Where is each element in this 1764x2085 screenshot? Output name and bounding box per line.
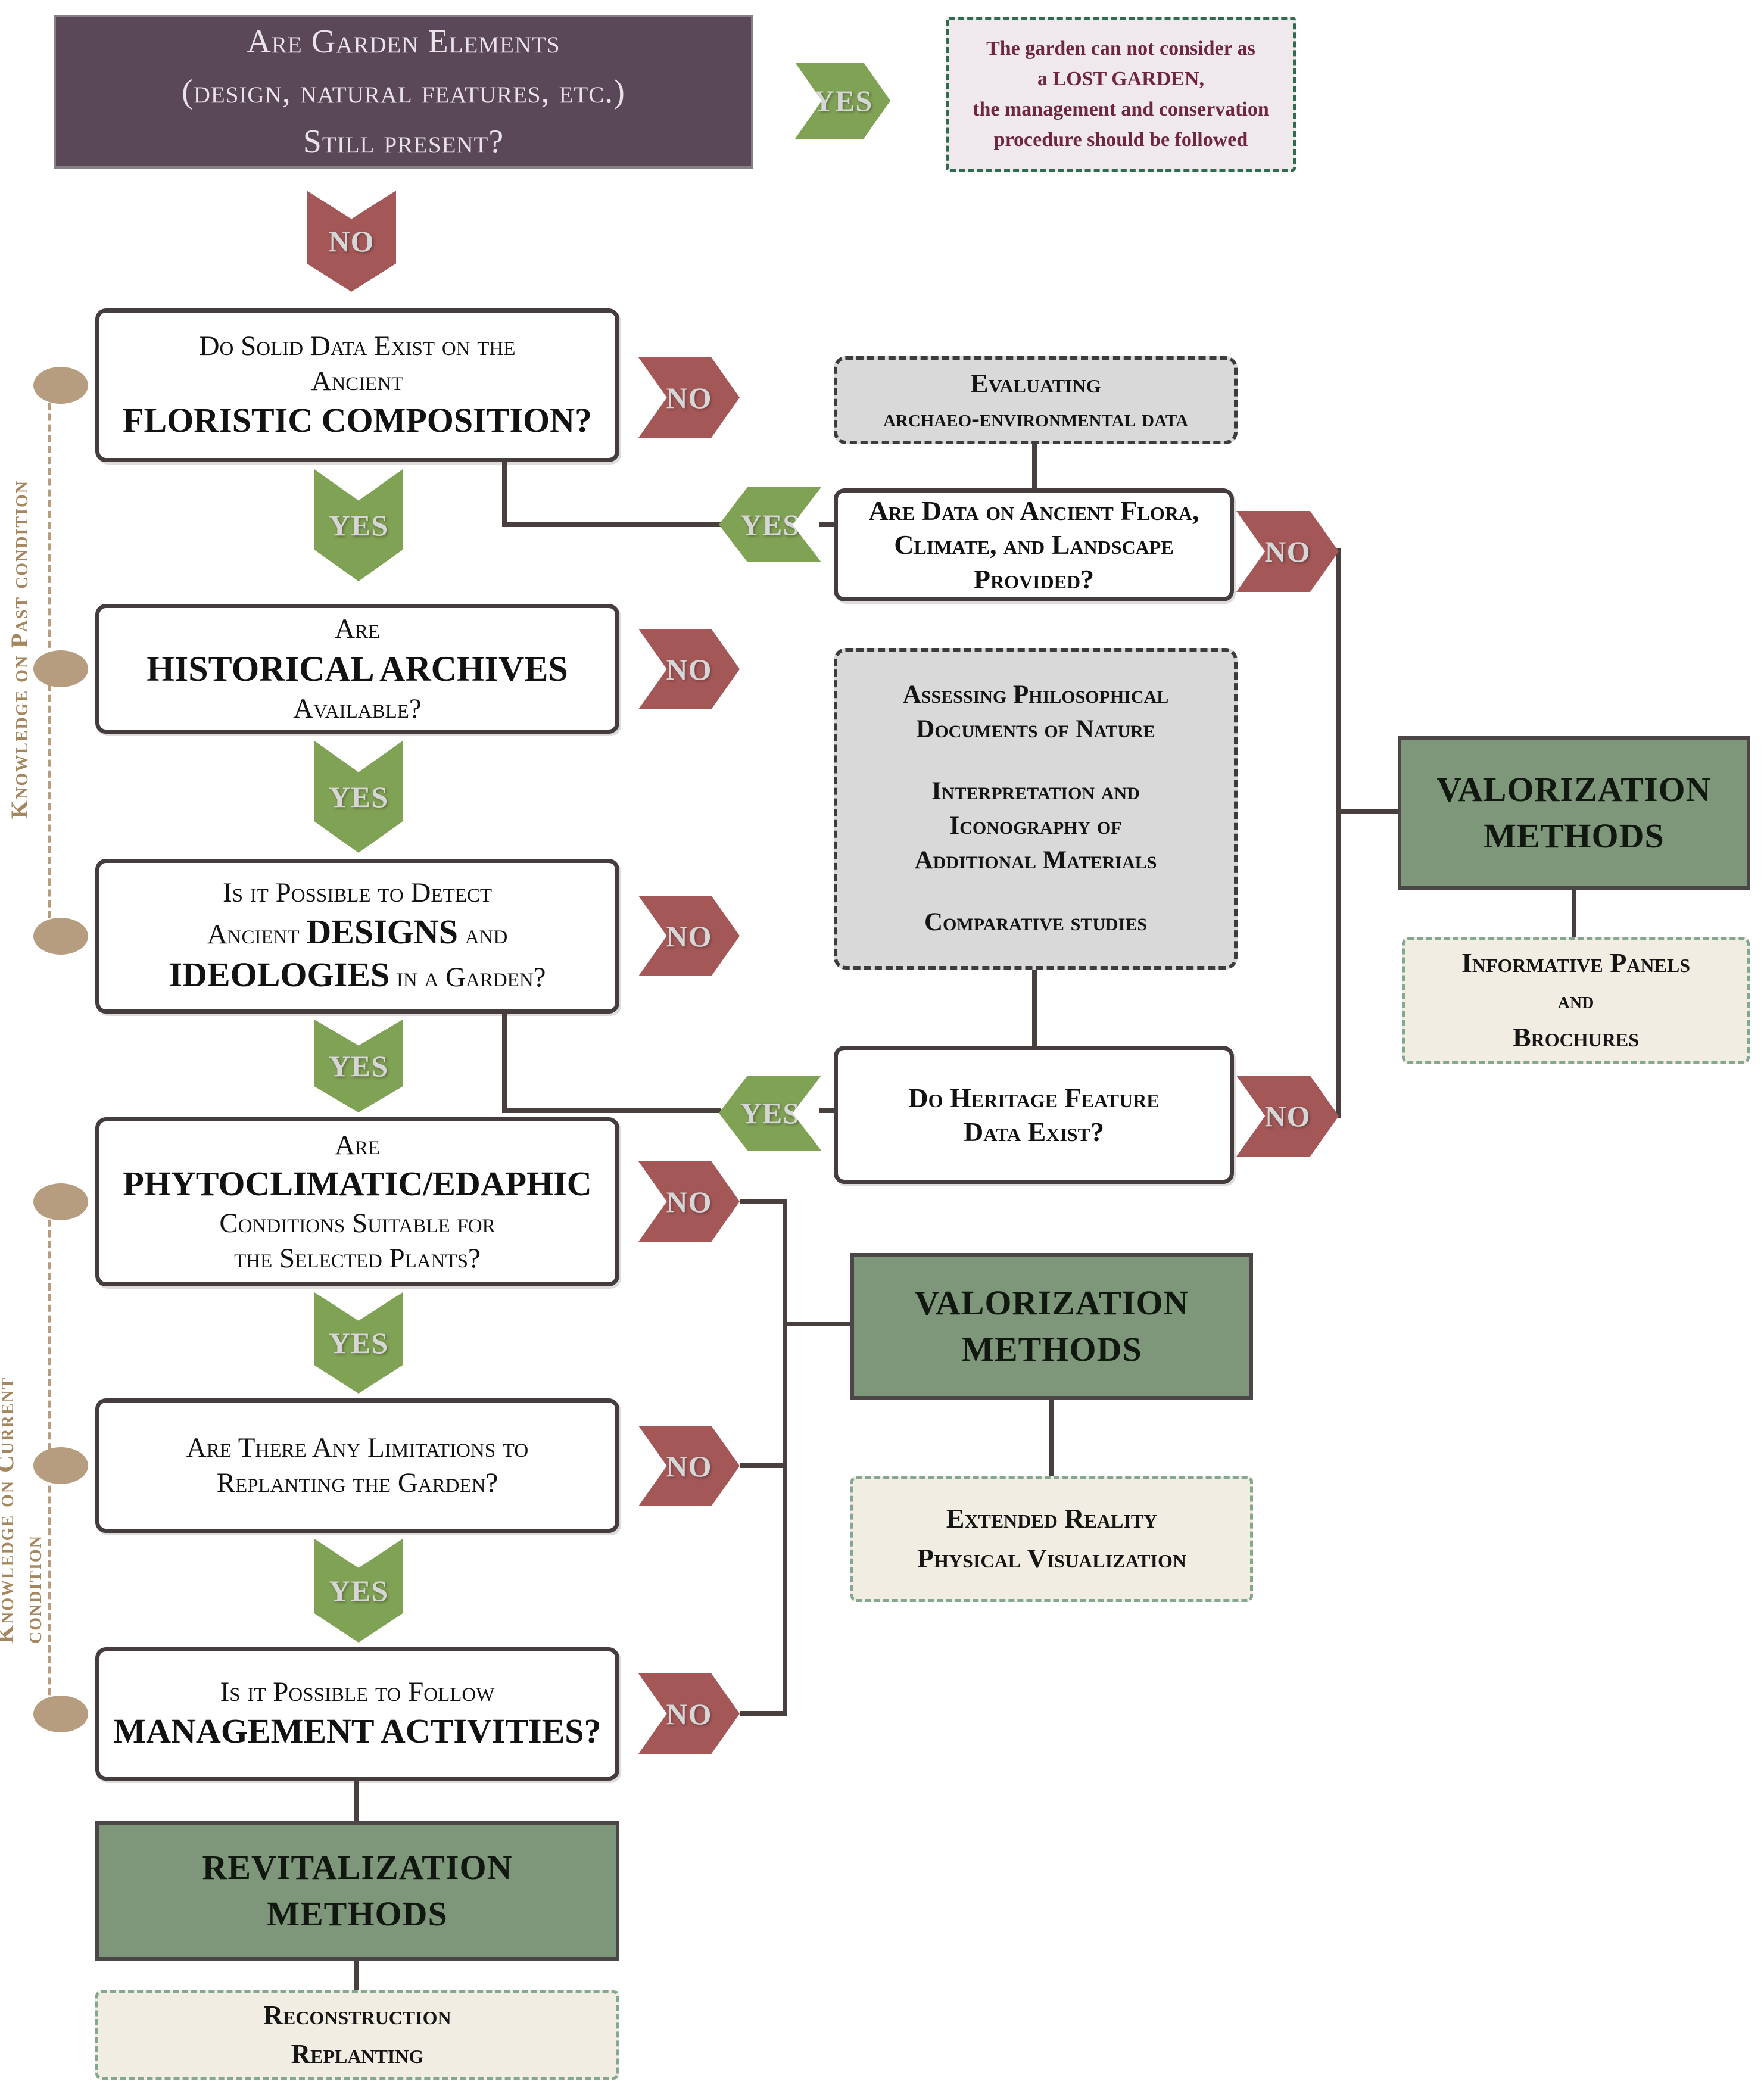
designs-line-2: Ancient DESIGNS and (207, 912, 508, 951)
evaluating-method-box: Evaluating archaeo-environmental data (834, 356, 1238, 444)
past-dot-floristic (33, 367, 88, 404)
yes-arrow-are-data: YES (719, 487, 821, 562)
yes-arrow-designs: YES (314, 1020, 403, 1112)
current-dot-phytoclimatic (33, 1183, 88, 1220)
connector-designs-split-v (502, 1012, 507, 1113)
knowledge-past-label: Knowledge on Past condition (5, 479, 33, 819)
reconstruction-box: Reconstruction Replanting (95, 1990, 619, 2080)
connector-yes-aredata-h (502, 522, 721, 527)
no-arrow-are-data: NO (1236, 511, 1339, 592)
no-arrow-start: NO (307, 191, 396, 292)
connector-management-revitalization-v (354, 1779, 359, 1822)
knowledge-current-label: Knowledge on Current condition (0, 1376, 46, 1644)
current-dot-management (33, 1696, 88, 1732)
connector-aredata-stub-h (819, 522, 836, 527)
designs-question-box: Is it Possible to Detect Ancient DESIGNS… (95, 859, 619, 1014)
no-arrow-management: NO (638, 1673, 740, 1754)
start-question-box: Are Garden Elements (design, natural fea… (54, 15, 753, 169)
yes-arrow-floristic: YES (314, 469, 403, 581)
no-arrow-designs: NO (638, 896, 740, 976)
informative-panels-box: Informative Panels and Brochures (1402, 937, 1750, 1064)
phytoclimatic-question-box: Are PHYTOCLIMATIC/EDAPHIC Conditions Sui… (95, 1117, 619, 1286)
assessing-group-2: Interpretation and Iconography of Additi… (914, 777, 1157, 875)
assessing-method-box: Assessing Philosophical Documents of Nat… (834, 648, 1238, 970)
limitations-question-box: Are There Any Limitations to Replanting … (95, 1398, 619, 1533)
connector-phyto-no-h (740, 1199, 787, 1204)
lost-garden-note-box: The garden can not consider as a LOST GA… (946, 17, 1296, 172)
connector-valorization1-informative-v (1572, 889, 1576, 939)
heritage-question-box: Do Heritage Feature Data Exist? (834, 1046, 1234, 1184)
connector-valorization2-branch-h (785, 1322, 852, 1326)
connector-yes-heritage-h (502, 1108, 721, 1113)
no-arrow-phytoclimatic: NO (638, 1161, 740, 1242)
connector-limitations-no-h (740, 1463, 785, 1468)
revitalization-methods-box: REVITALIZATION METHODS (95, 1821, 619, 1961)
connector-no-trunk-lower-v (783, 1199, 787, 1716)
yes-arrow-historical: YES (314, 741, 403, 853)
past-dot-designs (33, 918, 88, 955)
connector-revitalization-reconstruction-v (354, 1959, 359, 1991)
connector-valorization1-branch-h (1339, 809, 1399, 814)
assessing-group-1: Assessing Philosophical Documents of Nat… (902, 680, 1169, 743)
no-arrow-heritage: NO (1236, 1076, 1339, 1157)
designs-line-3: IDEOLOGIES in a Garden? (169, 955, 546, 995)
current-dot-limitations (33, 1447, 88, 1484)
assessing-group-3: Comparative studies (924, 908, 1148, 937)
yes-arrow-phytoclimatic: YES (314, 1292, 403, 1394)
connector-floristic-split-v (502, 461, 507, 527)
no-arrow-historical: NO (638, 629, 740, 709)
management-question-box: Is it Possible to Follow MANAGEMENT ACTI… (95, 1647, 619, 1781)
valorization-methods-box-2: VALORIZATION METHODS (850, 1253, 1253, 1400)
no-arrow-limitations: NO (638, 1426, 740, 1506)
connector-heritage-stub-h (819, 1108, 836, 1113)
yes-arrow-start: YES (795, 63, 890, 139)
floristic-question-box: Do Solid Data Exist on the Ancient FLORI… (95, 308, 619, 462)
connector-assessing-heritage-v (1032, 968, 1037, 1047)
valorization-methods-box-1: VALORIZATION METHODS (1398, 736, 1750, 890)
extended-reality-box: Extended Reality Physical Visualization (850, 1476, 1253, 1602)
connector-valorization2-extended-v (1049, 1398, 1054, 1477)
connector-evaluating-aredata-v (1032, 443, 1037, 490)
no-arrow-floristic: NO (638, 357, 740, 438)
yes-arrow-heritage: YES (719, 1076, 821, 1151)
are-data-question-box: Are Data on Ancient Flora, Climate, and … (834, 488, 1234, 601)
historical-question-box: Are HISTORICAL ARCHIVES Available? (95, 604, 619, 734)
connector-management-no-h (740, 1711, 785, 1716)
connector-no-trunk-right-v (1336, 548, 1341, 1118)
yes-arrow-limitations: YES (314, 1539, 403, 1643)
past-dot-historical (33, 650, 88, 687)
